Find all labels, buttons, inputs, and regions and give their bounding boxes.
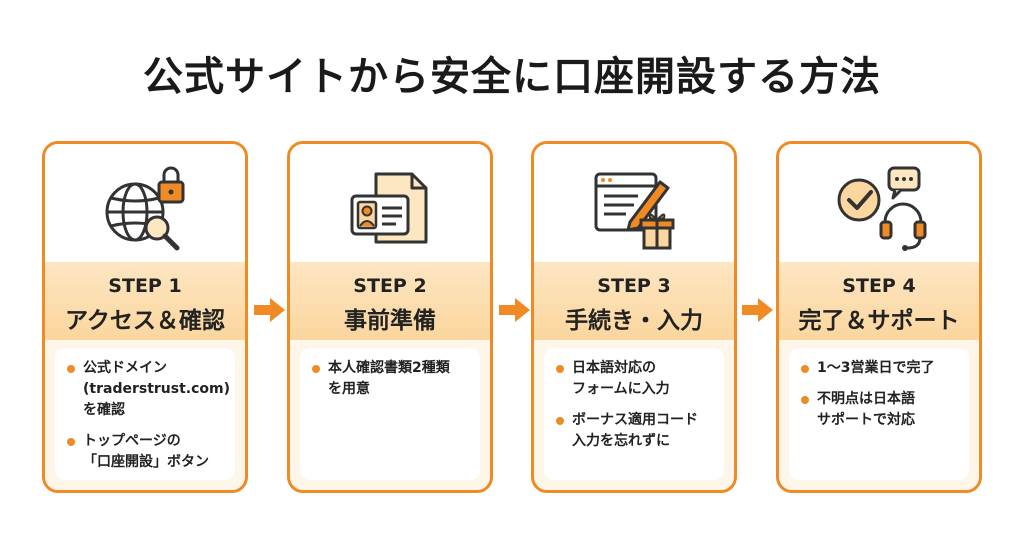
step-card-3: STEP 3 手続き・入力 日本語対応の フォームに入力 ボーナス適用コード 入… <box>531 141 737 493</box>
step-3-title: 手続き・入力 <box>565 308 703 334</box>
step-2-title: 事前準備 <box>344 308 436 334</box>
step-4-bullet-1: 1〜3営業日で完了 <box>801 358 961 379</box>
step-1-icon-area <box>45 144 245 262</box>
id-card-document-icon <box>342 160 438 256</box>
step-2-label: STEP 2 <box>353 275 427 297</box>
page-title: 公式サイトから安全に口座開設する方法 <box>143 54 881 100</box>
step-2-bullet-1: 本人確認書類2種類 を用意 <box>312 358 472 400</box>
step-1-bullet-2: トップページの 「口座開設」ボタン <box>67 431 227 473</box>
globe-lock-search-icon <box>97 160 193 256</box>
step-3-icon-area <box>534 144 734 262</box>
arrow-right-icon <box>499 296 531 324</box>
step-2-body: 本人確認書類2種類 を用意 <box>300 348 480 480</box>
step-3-label: STEP 3 <box>597 275 671 297</box>
step-3-bullet-1: 日本語対応の フォームに入力 <box>556 358 716 400</box>
step-2-header: STEP 2 事前準備 <box>290 262 490 340</box>
step-1-body: 公式ドメイン (traderstrust.com) を確認 トップページの 「口… <box>55 348 235 480</box>
step-1-header: STEP 1 アクセス＆確認 <box>45 262 245 340</box>
step-4-header: STEP 4 完了＆サポート <box>779 262 979 340</box>
step-3-body: 日本語対応の フォームに入力 ボーナス適用コード 入力を忘れずに <box>544 348 724 480</box>
form-pencil-gift-icon <box>586 160 682 256</box>
step-2-icon-area <box>290 144 490 262</box>
step-1-label: STEP 1 <box>108 275 182 297</box>
step-card-2: STEP 2 事前準備 本人確認書類2種類 を用意 <box>287 141 493 493</box>
step-1-title: アクセス＆確認 <box>65 308 225 334</box>
step-4-body: 1〜3営業日で完了 不明点は日本語 サポートで対応 <box>789 348 969 480</box>
step-card-4: STEP 4 完了＆サポート 1〜3営業日で完了 不明点は日本語 サポートで対応 <box>776 141 982 493</box>
step-4-icon-area <box>779 144 979 262</box>
arrow-right-icon <box>742 296 774 324</box>
step-3-bullet-2: ボーナス適用コード 入力を忘れずに <box>556 410 716 452</box>
step-1-bullet-1: 公式ドメイン (traderstrust.com) を確認 <box>67 358 230 421</box>
arrow-right-icon <box>254 296 286 324</box>
check-headset-chat-icon <box>831 160 927 256</box>
step-4-bullet-2: 不明点は日本語 サポートで対応 <box>801 389 961 431</box>
step-card-1: STEP 1 アクセス＆確認 公式ドメイン (traderstrust.com)… <box>42 141 248 493</box>
step-3-header: STEP 3 手続き・入力 <box>534 262 734 340</box>
step-4-label: STEP 4 <box>842 275 916 297</box>
step-4-title: 完了＆サポート <box>798 308 960 334</box>
